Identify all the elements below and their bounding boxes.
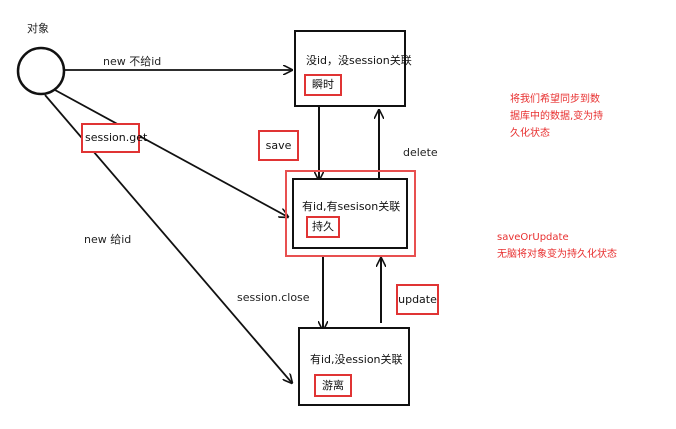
save-label: save xyxy=(258,130,299,161)
state-detached-tag: 游离 xyxy=(314,374,352,397)
sync-note-line-3: 久化状态 xyxy=(510,128,550,139)
state-persistent-highlight xyxy=(285,170,416,257)
sync-note-line-1: 将我们希望同步到数 xyxy=(510,94,600,105)
new-no-id-label: new 不给id xyxy=(103,55,162,68)
update-label: update xyxy=(396,284,439,315)
object-label: 对象 xyxy=(27,22,49,35)
object-circle xyxy=(16,46,66,96)
state-persistent-title: 有id,有sesison关联 xyxy=(302,200,401,213)
save-or-update-note: saveOrUpdate 无脑将对象变为持久化状态 xyxy=(497,229,617,263)
state-persistent: 有id,有sesison关联 持久 xyxy=(292,178,408,249)
session-get-label: session.get xyxy=(81,123,147,153)
delete-label: delete xyxy=(403,146,438,159)
state-transient: 没id，没session关联 瞬时 xyxy=(294,30,412,107)
state-transient-tag: 瞬时 xyxy=(304,74,342,96)
new-with-id-label: new 给id xyxy=(84,233,132,246)
save-or-update-desc: 无脑将对象变为持久化状态 xyxy=(497,249,617,260)
state-transient-title: 没id，没session关联 xyxy=(306,54,412,67)
state-detached-title: 有id,没ession关联 xyxy=(310,353,403,366)
state-detached: 有id,没ession关联 游离 xyxy=(298,327,410,406)
sync-note: 将我们希望同步到数 据库中的数据,变为持 久化状态 xyxy=(510,91,603,142)
save-or-update-title: saveOrUpdate xyxy=(497,232,569,243)
state-persistent-tag: 持久 xyxy=(306,216,340,238)
sync-note-line-2: 据库中的数据,变为持 xyxy=(510,111,604,122)
edge-session-get xyxy=(54,89,288,217)
session-close-label: session.close xyxy=(237,291,310,304)
